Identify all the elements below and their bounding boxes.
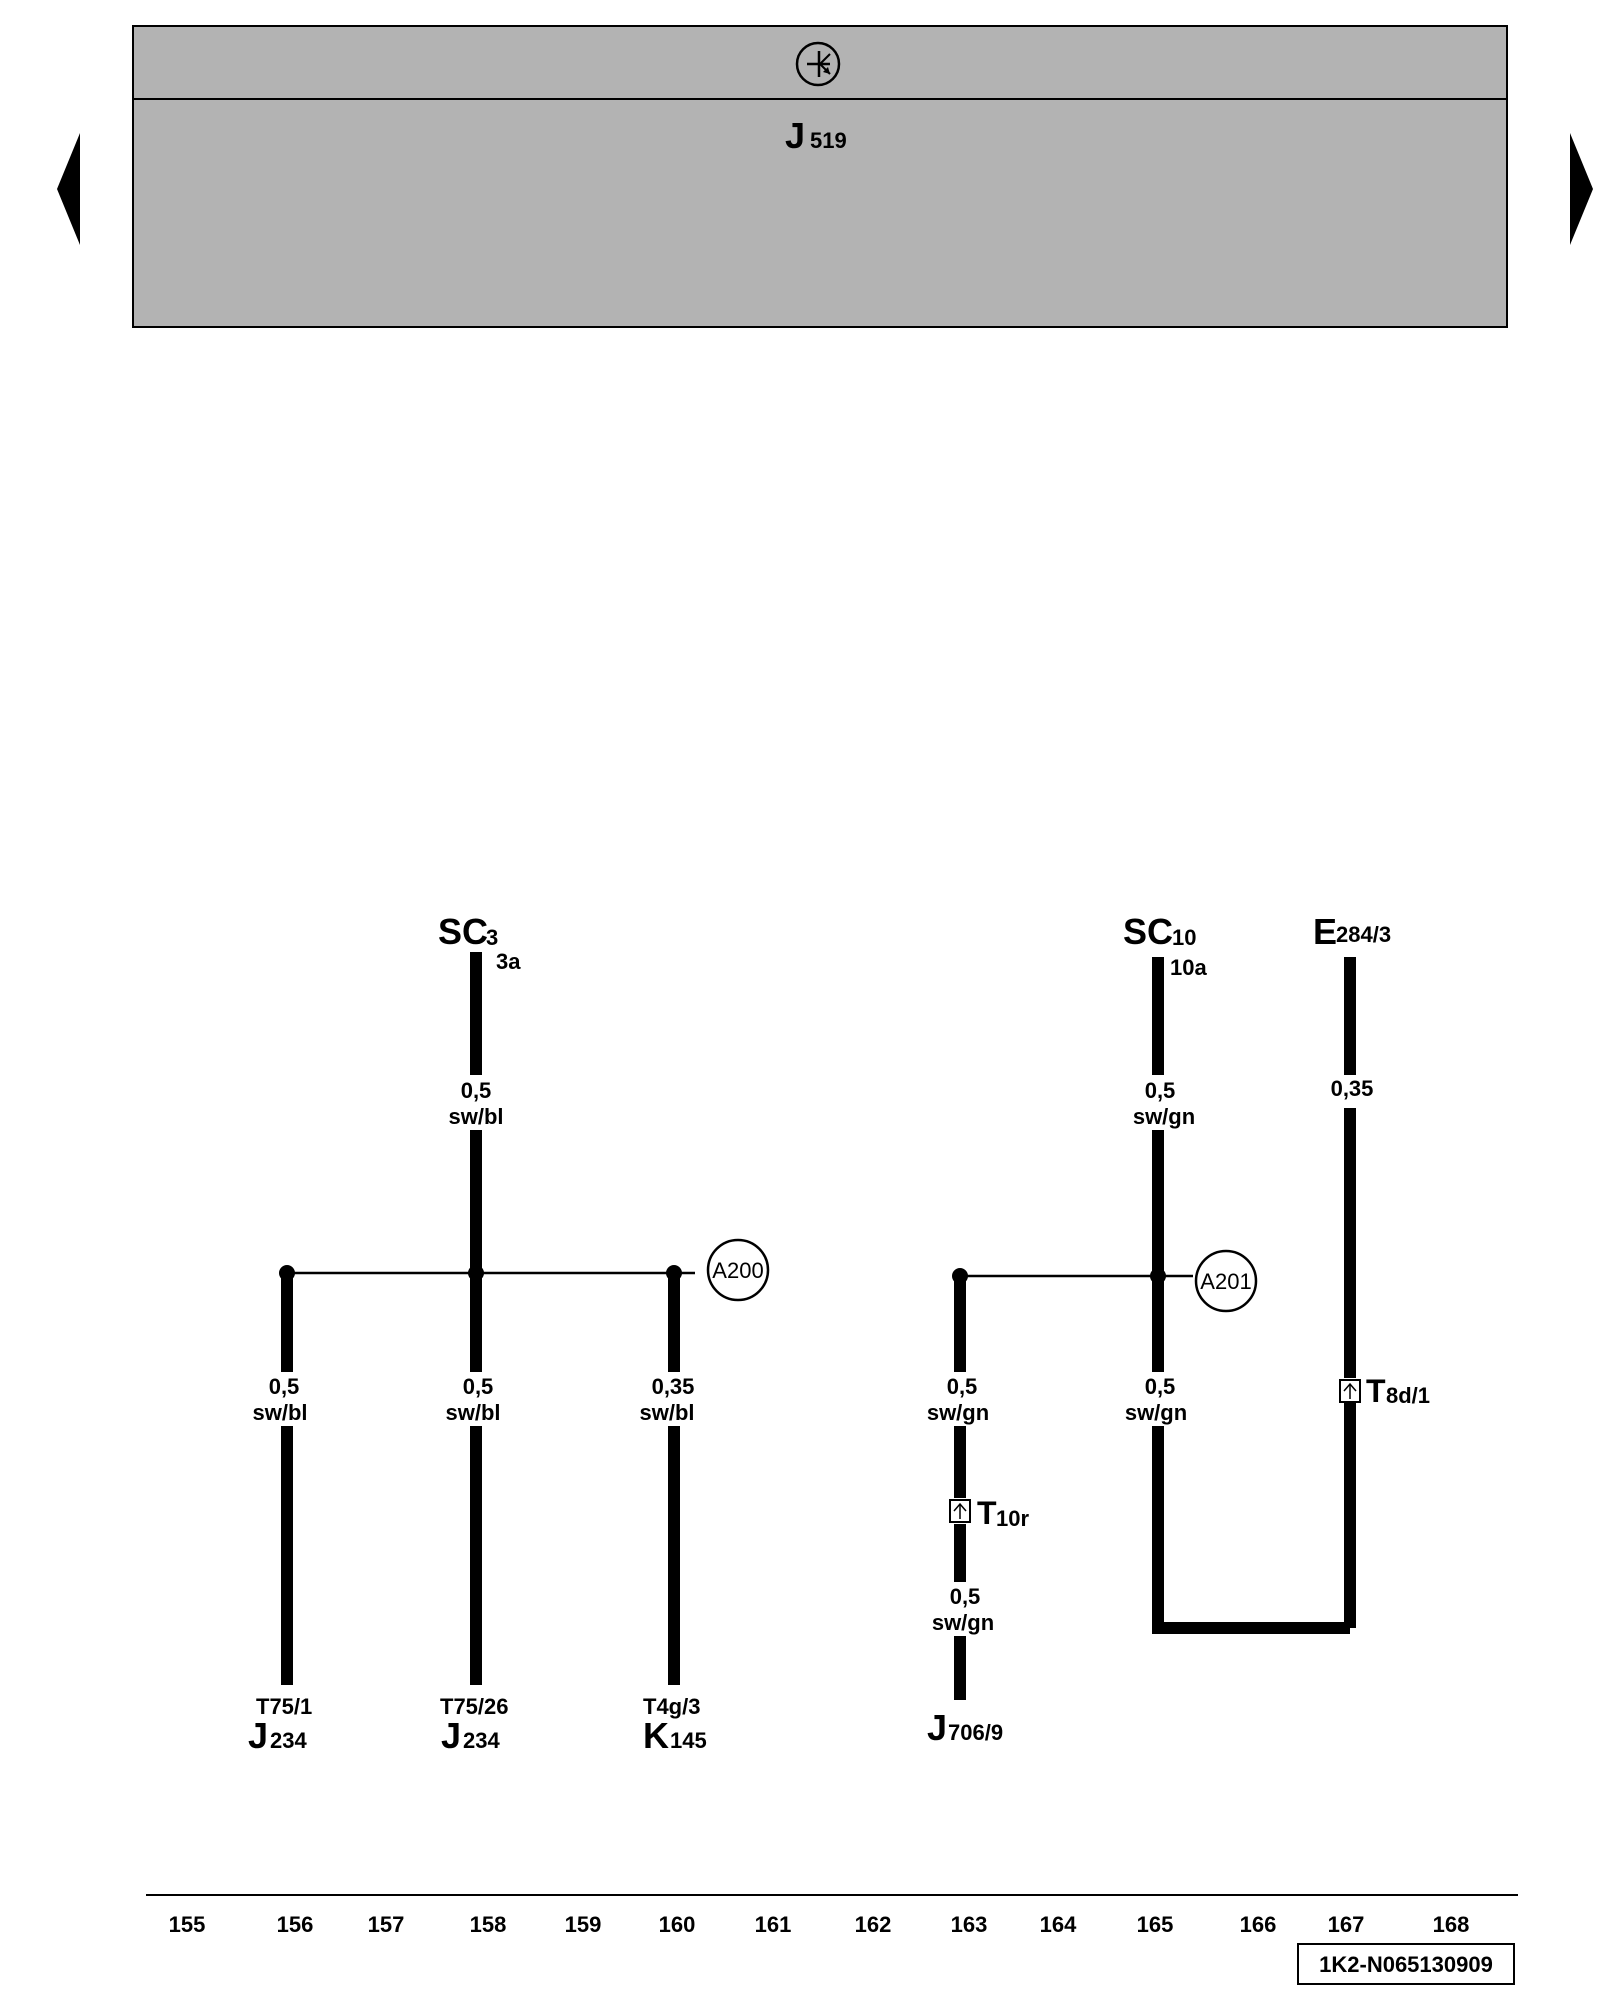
document-id: 1K2-N065130909 <box>1297 1943 1515 1985</box>
component-j234-t75-26: T75/26 J 234 <box>440 1694 509 1756</box>
axis-number: 162 <box>855 1912 892 1937</box>
svg-text:3: 3 <box>486 925 498 950</box>
svg-text:234: 234 <box>463 1728 500 1753</box>
svg-text:0,35: 0,35 <box>652 1374 695 1399</box>
prev-page-button[interactable] <box>57 133 80 245</box>
transistor-in-circle-icon <box>795 41 841 87</box>
svg-text:10a: 10a <box>1170 955 1207 980</box>
junction-a201: A201 <box>1194 1249 1258 1313</box>
axis-number: 165 <box>1137 1912 1174 1937</box>
module-label-sub: 519 <box>810 128 847 153</box>
svg-text:0,5: 0,5 <box>269 1374 300 1399</box>
svg-text:sw/bl: sw/bl <box>445 1400 500 1425</box>
component-j234-t75-1: T75/1 J 234 <box>248 1694 312 1756</box>
svg-text:A201: A201 <box>1200 1269 1251 1294</box>
wire-160: 0,35 sw/bl <box>639 1273 695 1685</box>
svg-text:0,5: 0,5 <box>1145 1374 1176 1399</box>
control-module-j519: J 519 <box>132 25 1508 328</box>
svg-text:10: 10 <box>1172 925 1196 950</box>
axis-number: 156 <box>277 1912 314 1937</box>
svg-text:T75/26: T75/26 <box>440 1694 509 1719</box>
wire-163-upper: 0,5 sw/gn <box>927 1276 989 1498</box>
svg-text:3a: 3a <box>496 949 521 974</box>
axis-number: 168 <box>1433 1912 1470 1937</box>
bus-a200 <box>279 1265 695 1281</box>
svg-text:T75/1: T75/1 <box>256 1694 312 1719</box>
junction-a200: A200 <box>706 1238 770 1302</box>
connector-t10r: T 10r <box>949 1495 1029 1531</box>
module-label-main: J <box>785 115 805 156</box>
source-e284: E 284/3 <box>1313 911 1391 952</box>
axis-number: 159 <box>565 1912 602 1937</box>
triangle-left-icon <box>57 133 80 245</box>
source-sc10: SC 10 10a <box>1123 911 1207 980</box>
wire-165-bottom: 0,5 sw/gn <box>1125 1276 1350 1634</box>
component-k145: T4g/3 K 145 <box>643 1694 707 1756</box>
svg-text:0,5: 0,5 <box>461 1078 492 1103</box>
component-j706: J 706/9 <box>927 1707 1003 1748</box>
svg-text:SC: SC <box>438 911 488 952</box>
connector-t8d: T 8d/1 <box>1339 1373 1430 1409</box>
axis-number: 157 <box>368 1912 405 1937</box>
svg-text:1K2-N065130909: 1K2-N065130909 <box>1319 1952 1493 1977</box>
svg-text:SC: SC <box>1123 911 1173 952</box>
wire-158-top: 0,5 sw/bl <box>448 952 504 1273</box>
wire-158-bottom: 0,5 sw/bl <box>445 1273 501 1685</box>
svg-text:234: 234 <box>270 1728 307 1753</box>
svg-text:sw/gn: sw/gn <box>932 1610 994 1635</box>
axis-number: 155 <box>169 1912 206 1937</box>
source-sc3: SC 3 3a <box>438 911 521 974</box>
svg-text:sw/gn: sw/gn <box>1133 1104 1195 1129</box>
svg-text:K: K <box>643 1715 669 1756</box>
triangle-right-icon <box>1570 133 1593 245</box>
svg-text:0,35: 0,35 <box>1331 1076 1374 1101</box>
wire-167: 0,35 <box>1331 957 1374 1628</box>
svg-text:T: T <box>977 1495 997 1531</box>
svg-text:T4g/3: T4g/3 <box>643 1694 700 1719</box>
axis-number: 158 <box>470 1912 507 1937</box>
axis-number: 161 <box>755 1912 792 1937</box>
svg-text:0,5: 0,5 <box>1145 1078 1176 1103</box>
svg-text:sw/gn: sw/gn <box>927 1400 989 1425</box>
svg-text:J: J <box>927 1707 947 1748</box>
wire-163-lower: 0,5 sw/gn <box>932 1524 994 1700</box>
axis-numbers: 155 156 157 158 159 160 161 162 163 164 165 166 167 1… <box>169 1912 1470 1937</box>
svg-text:sw/gn: sw/gn <box>1125 1400 1187 1425</box>
axis-number: 163 <box>951 1912 988 1937</box>
svg-text:A200: A200 <box>712 1258 763 1283</box>
svg-text:145: 145 <box>670 1728 707 1753</box>
svg-text:J: J <box>248 1715 268 1756</box>
wire-156: 0,5 sw/bl <box>252 1273 308 1685</box>
svg-text:J: J <box>441 1715 461 1756</box>
svg-text:10r: 10r <box>996 1506 1029 1531</box>
svg-text:284/3: 284/3 <box>1336 922 1391 947</box>
svg-text:sw/bl: sw/bl <box>448 1104 503 1129</box>
svg-text:0,5: 0,5 <box>950 1584 981 1609</box>
axis-number: 167 <box>1328 1912 1365 1937</box>
axis-number: 160 <box>659 1912 696 1937</box>
svg-text:706/9: 706/9 <box>948 1720 1003 1745</box>
axis-number: 166 <box>1240 1912 1277 1937</box>
svg-text:T: T <box>1366 1373 1386 1409</box>
svg-text:0,5: 0,5 <box>463 1374 494 1399</box>
axis-number: 164 <box>1040 1912 1077 1937</box>
svg-text:sw/bl: sw/bl <box>252 1400 307 1425</box>
svg-text:0,5: 0,5 <box>947 1374 978 1399</box>
wire-165-top: 0,5 sw/gn <box>1133 957 1195 1276</box>
svg-text:E: E <box>1313 911 1337 952</box>
svg-text:sw/bl: sw/bl <box>639 1400 694 1425</box>
svg-text:8d/1: 8d/1 <box>1386 1383 1430 1408</box>
next-page-button[interactable] <box>1570 133 1593 245</box>
